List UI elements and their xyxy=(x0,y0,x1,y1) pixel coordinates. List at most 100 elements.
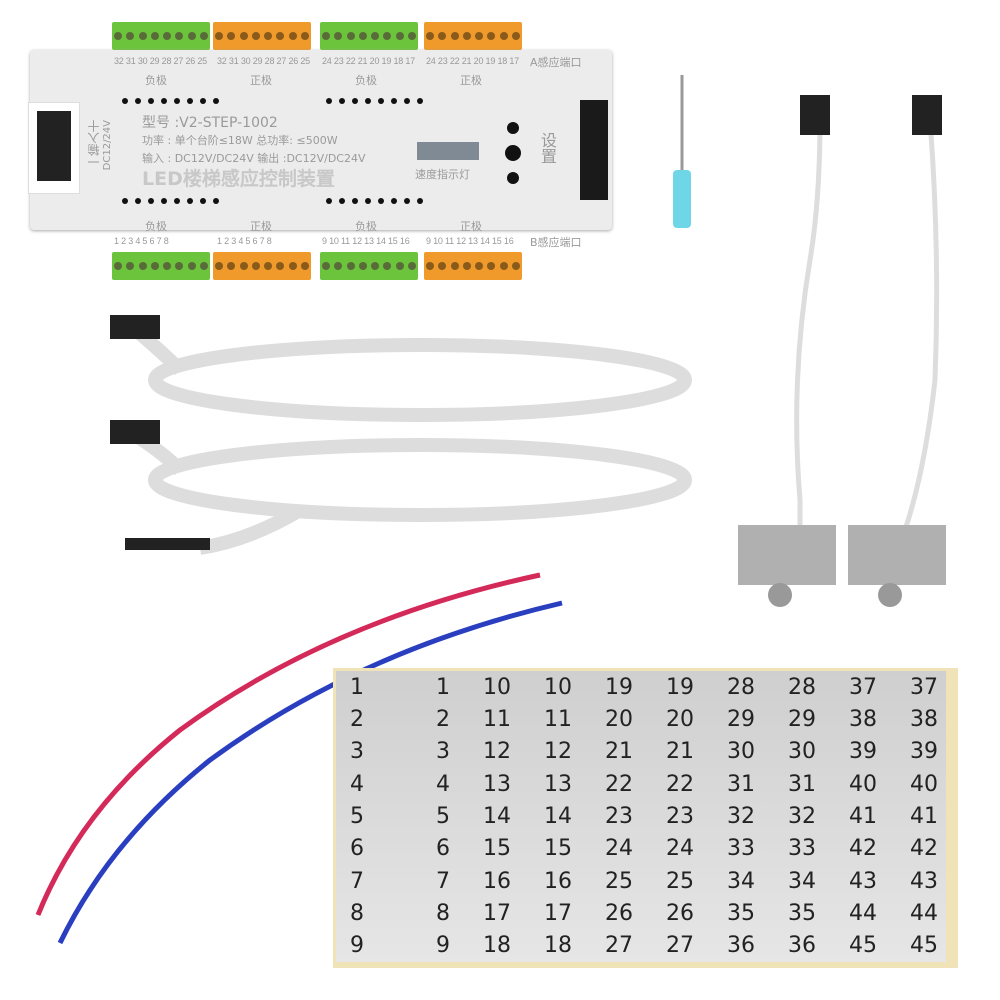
red-wire-icon xyxy=(35,572,541,916)
sticker-label: 3 xyxy=(350,739,364,765)
sticker-label: 25 xyxy=(666,868,694,894)
terminal-block xyxy=(112,22,210,50)
sticker-label: 8 xyxy=(350,900,364,926)
indicator-led xyxy=(507,172,519,184)
sticker-label: 42 xyxy=(910,836,938,862)
positive-label: 正极 xyxy=(460,74,482,87)
sticker-label: 11 xyxy=(544,706,572,732)
sticker-label: 31 xyxy=(788,771,816,797)
sticker-label: 14 xyxy=(544,803,572,829)
sticker-label: 42 xyxy=(849,836,877,862)
pin-numbers: 9 10 11 12 13 14 15 16 xyxy=(426,236,514,246)
sticker-label: 21 xyxy=(605,739,633,765)
indicator-led xyxy=(507,122,519,134)
sticker-label: 18 xyxy=(544,933,572,959)
sticker-label: 35 xyxy=(788,900,816,926)
sticker-label: 21 xyxy=(666,739,694,765)
pin-numbers: 1 2 3 4 5 6 7 8 xyxy=(114,236,169,246)
power-label: 功率 : 单个台阶≤18W 总功率: ≤500W xyxy=(142,134,338,147)
sticker-label: 32 xyxy=(788,803,816,829)
sticker-label: 43 xyxy=(849,868,877,894)
sticker-label: 14 xyxy=(483,803,511,829)
sticker-label: 38 xyxy=(910,706,938,732)
sensor-icon xyxy=(738,95,836,607)
sticker-label: 35 xyxy=(727,900,755,926)
sticker-label: 12 xyxy=(544,739,572,765)
sticker-label: 38 xyxy=(849,706,877,732)
sticker-label: 44 xyxy=(910,900,938,926)
sticker-label: 26 xyxy=(605,900,633,926)
model-label: 型号 :V2-STEP-1002 xyxy=(142,115,278,131)
negative-label: 负极 xyxy=(145,220,167,233)
terminal-block xyxy=(424,22,522,50)
speed-display xyxy=(417,142,479,160)
sticker-label: 4 xyxy=(436,771,450,797)
sticker-label: 27 xyxy=(605,933,633,959)
sticker-label: 5 xyxy=(350,803,364,829)
sticker-label: 16 xyxy=(483,868,511,894)
sticker-label: 1 xyxy=(436,674,450,700)
sticker-label: 39 xyxy=(849,739,877,765)
sticker-label: 30 xyxy=(788,739,816,765)
terminal-block xyxy=(112,252,210,280)
sticker-label: 33 xyxy=(727,836,755,862)
negative-label: 负极 xyxy=(355,220,377,233)
sticker-label: 20 xyxy=(666,706,694,732)
sticker-label: 45 xyxy=(910,933,938,959)
sticker-label: 12 xyxy=(483,739,511,765)
sticker-label: 28 xyxy=(788,674,816,700)
negative-label: 负极 xyxy=(355,74,377,87)
sticker-label: 19 xyxy=(605,674,633,700)
sticker-label: 19 xyxy=(666,674,694,700)
sticker-label: 30 xyxy=(727,739,755,765)
sticker-label: 34 xyxy=(788,868,816,894)
sticker-label: 29 xyxy=(788,706,816,732)
sticker-label: 10 xyxy=(483,674,511,700)
sticker-label: 25 xyxy=(605,868,633,894)
connector-icon xyxy=(110,420,160,444)
sticker-label: 9 xyxy=(350,933,364,959)
pin-numbers: 32 31 30 29 28 27 26 25 xyxy=(217,56,310,66)
sticker-label: 15 xyxy=(483,836,511,862)
sticker-label: 32 xyxy=(727,803,755,829)
terminal-block xyxy=(320,22,418,50)
sticker-label: 13 xyxy=(544,771,572,797)
sticker-label: 37 xyxy=(910,674,938,700)
sticker-label: 6 xyxy=(350,836,364,862)
sensor-port xyxy=(580,100,608,200)
sticker-label: 4 xyxy=(350,771,364,797)
speed-indicator-label: 速度指示灯 xyxy=(415,168,470,181)
positive-label: 正极 xyxy=(250,220,272,233)
sticker-label: 27 xyxy=(666,933,694,959)
sticker-label: 29 xyxy=(727,706,755,732)
pin-numbers: 24 23 22 21 20 19 18 17 xyxy=(426,56,519,66)
port-a-label: A感应端口 xyxy=(530,56,582,69)
sticker-label: 11 xyxy=(483,706,511,732)
sticker-label: 41 xyxy=(910,803,938,829)
positive-label: 正极 xyxy=(250,74,272,87)
sticker-label: 7 xyxy=(350,868,364,894)
sticker-label: 1 xyxy=(350,674,364,700)
pin-numbers: 32 31 30 29 28 27 26 25 xyxy=(114,56,207,66)
connector-icon xyxy=(110,315,160,339)
sticker-label: 17 xyxy=(483,900,511,926)
power-terminal xyxy=(28,102,80,194)
settings-button[interactable] xyxy=(505,145,521,161)
sticker-label: 36 xyxy=(727,933,755,959)
sticker-label: 36 xyxy=(788,933,816,959)
sticker-label: 3 xyxy=(436,739,450,765)
sticker-label: 2 xyxy=(350,706,364,732)
terminal-block xyxy=(213,22,311,50)
sensor-icon xyxy=(848,95,946,607)
sticker-label: 22 xyxy=(605,771,633,797)
sticker-label: 17 xyxy=(544,900,572,926)
positive-label: 正极 xyxy=(460,220,482,233)
sticker-label: 9 xyxy=(436,933,450,959)
product-title: LED楼梯感应控制装置 xyxy=(142,168,335,190)
terminal-block xyxy=(213,252,311,280)
sticker-label: 8 xyxy=(436,900,450,926)
port-b-label: B感应端口 xyxy=(530,236,582,249)
sticker-label: 43 xyxy=(910,868,938,894)
